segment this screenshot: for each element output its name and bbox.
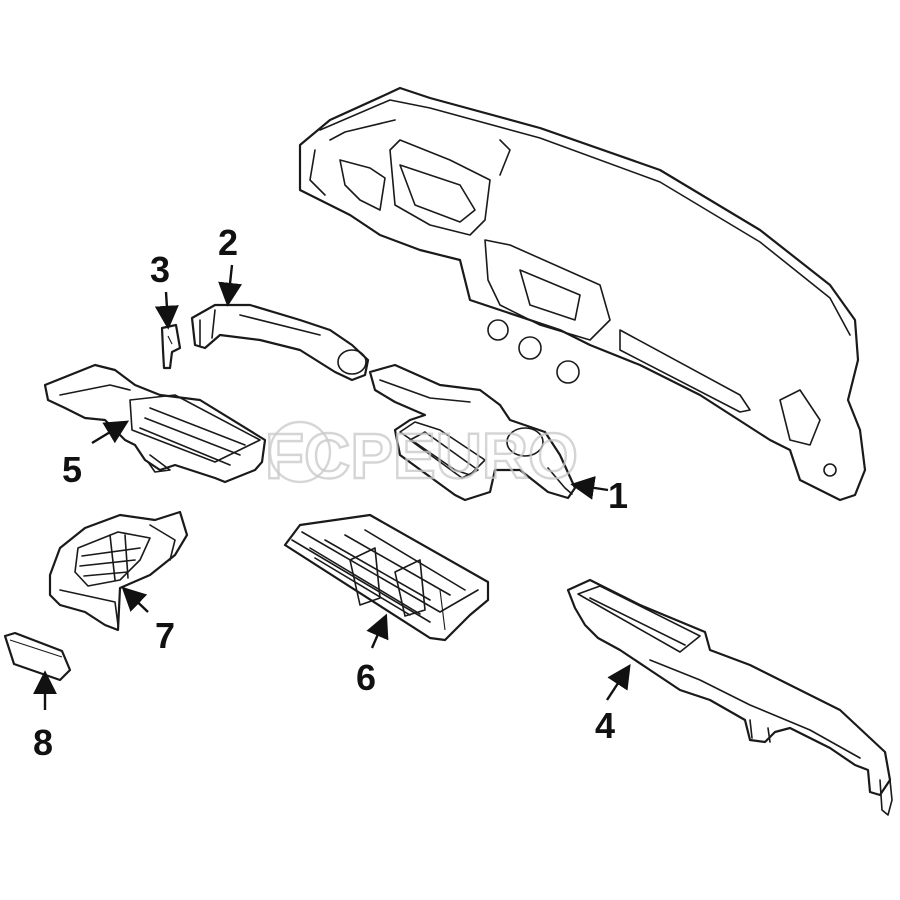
leader-line-2 [218,264,242,307]
leader-line-3 [154,291,179,330]
callout-7: 7 [155,615,175,656]
part-3-clip [160,323,182,370]
callout-8: 8 [33,722,53,763]
part-1-center-duct [368,363,577,502]
leader-line-4 [605,663,631,701]
callout-6: 6 [356,657,376,698]
part-7-side-vent [48,510,189,632]
part-5-left-vent-duct [43,363,267,484]
callout-3: 3 [150,249,170,290]
leader-line-5 [91,420,130,445]
callout-4: 4 [595,705,615,746]
watermark-text: FCPEURO [265,420,578,492]
watermark-logo-icon [268,420,332,484]
callout-2: 2 [218,222,238,263]
part-4-lower-duct [566,578,893,816]
callout-1: 1 [608,475,628,516]
leader-line-1 [570,476,609,500]
part-2-upper-duct [190,303,370,382]
dashboard-assembly [298,86,867,502]
leader-line-7 [121,586,149,613]
part-8-panel [3,631,72,682]
part-6-center-vent [283,513,490,642]
callout-5: 5 [62,449,82,490]
leader-line-6 [366,613,389,649]
